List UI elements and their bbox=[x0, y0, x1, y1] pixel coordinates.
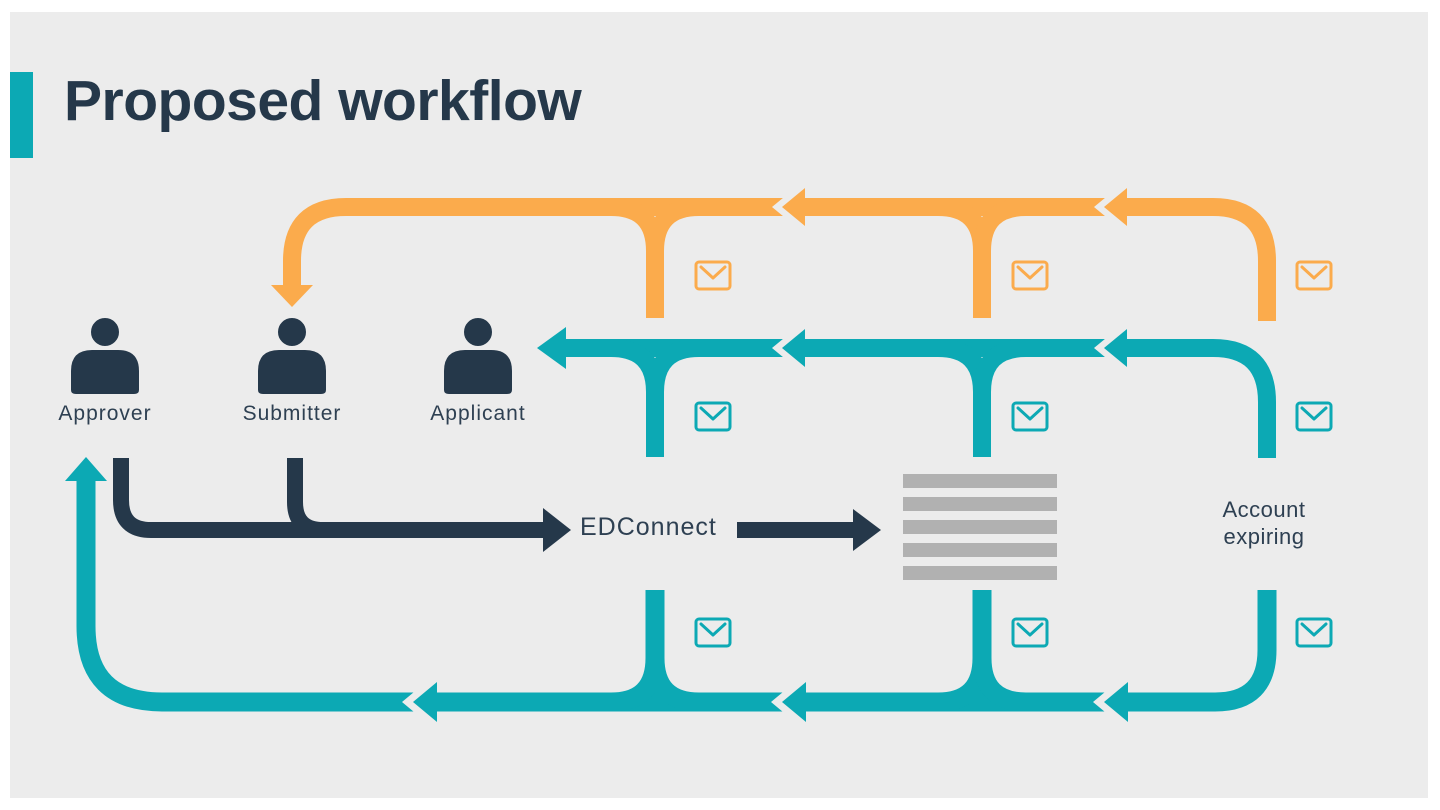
teal-return-fillet bbox=[972, 657, 1027, 712]
orange-branch-stem bbox=[937, 198, 991, 318]
chevron-left-icon bbox=[1104, 682, 1128, 722]
chevron-left-icon bbox=[413, 682, 437, 722]
stack-bar bbox=[903, 497, 1057, 511]
envelope-icon bbox=[694, 401, 732, 432]
account-expiring-label: Account expiring bbox=[1164, 496, 1364, 550]
orange-branch-stem bbox=[610, 198, 664, 318]
flow-dark-submission bbox=[113, 458, 881, 552]
person-icon-submitter bbox=[258, 314, 326, 394]
orange-branch-fillet bbox=[646, 198, 700, 252]
orange-branch-fillet bbox=[973, 198, 1027, 252]
flow-teal-to-applicant bbox=[537, 327, 1276, 458]
teal-return-fillet bbox=[645, 657, 700, 712]
stack-bar bbox=[903, 566, 1057, 580]
actor-label-approver: Approver bbox=[58, 402, 152, 425]
dark-approver-connector bbox=[113, 458, 544, 538]
arrowhead-left-icon bbox=[537, 327, 566, 369]
chevron-left-icon bbox=[1104, 188, 1127, 226]
flow-teal-to-approver bbox=[65, 457, 1277, 722]
arrowhead-up-icon bbox=[65, 457, 107, 481]
person-head bbox=[87, 314, 123, 350]
teal-branch-stem bbox=[610, 339, 664, 457]
page-title: Proposed workflow bbox=[64, 69, 582, 133]
title-accent-bar bbox=[10, 72, 33, 158]
stack-bar bbox=[903, 520, 1057, 534]
person-body bbox=[258, 350, 326, 394]
envelope-icon bbox=[1295, 260, 1333, 291]
person-icon-approver bbox=[71, 314, 139, 394]
person-head bbox=[460, 314, 496, 350]
actor-label-submitter: Submitter bbox=[242, 402, 342, 425]
server-stack-icon bbox=[903, 474, 1057, 580]
flow-orange-to-submitter bbox=[271, 188, 1276, 321]
slide-canvas bbox=[10, 12, 1428, 798]
chevron-left-icon bbox=[782, 682, 806, 722]
arrowhead-right-icon bbox=[543, 508, 571, 552]
person-icon-applicant bbox=[444, 314, 512, 394]
teal-branch-fillet bbox=[646, 339, 700, 393]
account-expiring-line2: expiring bbox=[1223, 524, 1305, 549]
stack-bar bbox=[903, 543, 1057, 557]
teal-branch-fillet bbox=[973, 339, 1027, 393]
arrowhead-down-icon bbox=[271, 285, 313, 307]
envelope-icon bbox=[1295, 401, 1333, 432]
chevron-left-icon bbox=[782, 188, 805, 226]
envelope-icon bbox=[1011, 617, 1049, 648]
dark-arrow-body bbox=[737, 522, 853, 538]
account-expiring-line1: Account bbox=[1222, 497, 1306, 522]
stack-bar bbox=[903, 474, 1057, 488]
actor-label-applicant: Applicant bbox=[430, 402, 526, 425]
person-head bbox=[274, 314, 310, 350]
orange-main-line bbox=[283, 198, 1276, 321]
chevron-left-icon bbox=[1104, 329, 1127, 367]
person-body bbox=[444, 350, 512, 394]
envelope-icon bbox=[1295, 617, 1333, 648]
arrowhead-right-icon bbox=[853, 509, 881, 551]
teal-main-line bbox=[566, 339, 1276, 458]
edconnect-label: EDConnect bbox=[580, 513, 717, 541]
teal-return-main-line bbox=[76, 481, 1277, 712]
envelope-icon bbox=[1011, 260, 1049, 291]
chevron-left-icon bbox=[782, 329, 805, 367]
teal-branch-stem bbox=[937, 339, 991, 457]
person-body bbox=[71, 350, 139, 394]
envelope-icon bbox=[694, 260, 732, 291]
dark-submitter-connector bbox=[287, 458, 360, 538]
envelope-icon bbox=[694, 617, 732, 648]
teal-return-stem bbox=[937, 590, 992, 712]
teal-return-stem bbox=[610, 590, 665, 712]
envelope-icon bbox=[1011, 401, 1049, 432]
